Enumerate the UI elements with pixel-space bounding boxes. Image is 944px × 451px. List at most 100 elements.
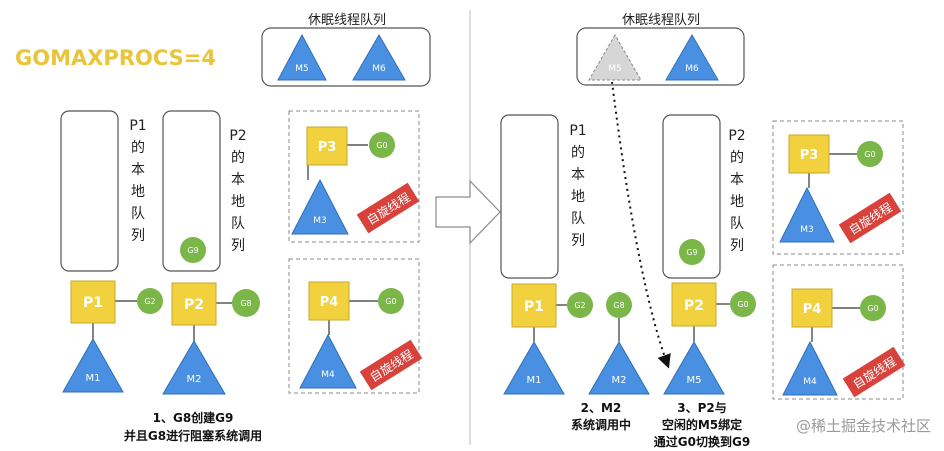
- machine-label: M3: [313, 216, 327, 226]
- left-p2-queue-label: P2 的 本 地 队 列: [229, 128, 246, 254]
- goroutine-label: G0: [864, 150, 875, 159]
- right-caption-p2-line3: 通过G0切换到G9: [654, 434, 750, 449]
- right-p3-group: P3 G0 M3 自旋线程: [779, 134, 902, 244]
- goroutine-g0: [857, 141, 883, 167]
- processor-label: P4: [803, 302, 822, 317]
- right-p3-spinning-box: [772, 120, 904, 255]
- right-p4-group: P4 G0 M4 自旋线程: [782, 288, 906, 398]
- machine-label: M2: [612, 375, 627, 386]
- goroutine-label: G8: [240, 299, 251, 308]
- left-p2-group: P2 G8 M2: [162, 282, 260, 395]
- processor-label: P3: [800, 148, 819, 163]
- machine-label: M1: [527, 375, 542, 386]
- right-p1-local-queue: [500, 114, 559, 279]
- goroutine-label: G9: [187, 246, 198, 255]
- svg-text:列: 列: [131, 228, 145, 244]
- processor-label: P2: [184, 297, 204, 313]
- machine-m3: [291, 178, 349, 235]
- machine-label: M4: [803, 377, 817, 387]
- svg-text:本: 本: [231, 172, 245, 188]
- goroutine-g8: [606, 292, 632, 318]
- processor-p4: [308, 281, 350, 321]
- svg-text:本: 本: [131, 162, 145, 178]
- goroutine-label: G2: [574, 301, 585, 310]
- machine-label: M6: [372, 64, 386, 74]
- left-sleep-thread-m5: M5: [277, 33, 327, 81]
- svg-text:地: 地: [730, 194, 744, 210]
- left-p2-queue-goroutine-g9: G9: [180, 237, 206, 263]
- goroutine-g0: [860, 295, 886, 321]
- right-caption-m2-line1: 2、M2: [581, 401, 622, 415]
- svg-text:队: 队: [571, 211, 585, 227]
- svg-text:的: 的: [231, 150, 245, 166]
- right-caption-p2-line2: 空闲的M5绑定: [662, 417, 742, 432]
- goroutine-g2: [137, 288, 163, 314]
- watermark: @稀土掘金技术社区: [796, 417, 931, 435]
- right-sleep-thread-m6: M6: [665, 34, 719, 81]
- right-caption-m2-line2: 系统调用中: [571, 417, 631, 432]
- svg-text:地: 地: [231, 194, 245, 210]
- svg-text:列: 列: [231, 238, 245, 254]
- gomaxprocs-title: GOMAXPROCS=4: [15, 46, 216, 70]
- right-sleep-thread-m5-ghost: M5: [588, 34, 642, 81]
- machine-label: M6: [685, 64, 699, 74]
- machine-label: M3: [800, 225, 814, 235]
- svg-text:的: 的: [571, 145, 585, 161]
- machine-label: M5: [295, 64, 309, 74]
- right-panel: 休眠线程队列 M5 M6 P1 的 本 地 队 列 P2 的 本 地 队 列: [500, 13, 931, 449]
- left-caption-line1: 1、G8创建G9: [153, 410, 234, 425]
- svg-text:P2: P2: [728, 128, 745, 144]
- machine-m5: [663, 340, 725, 395]
- right-sleep-queue-title: 休眠线程队列: [622, 13, 700, 28]
- processor-p1: [70, 280, 116, 324]
- svg-text:队: 队: [730, 216, 744, 232]
- goroutine-label: G8: [613, 301, 624, 310]
- right-caption-p2-line1: 3、P2与: [677, 401, 727, 415]
- machine-m4: [299, 333, 357, 389]
- processor-label: P4: [320, 295, 339, 310]
- goroutine-g8: [232, 289, 260, 317]
- transition-arrow-icon: [435, 179, 501, 245]
- machine-label: M1: [86, 373, 101, 384]
- spinning-thread-badge: 自旋线程: [356, 182, 420, 234]
- svg-text:本: 本: [571, 167, 585, 183]
- left-p1-group: P1 G2 M1: [62, 280, 163, 393]
- svg-text:的: 的: [131, 140, 145, 156]
- machine-m1: [62, 337, 124, 393]
- left-p2-local-queue: [162, 110, 221, 272]
- svg-text:的: 的: [730, 150, 744, 166]
- processor-label: P3: [318, 140, 337, 155]
- machine-label: M5: [608, 64, 622, 74]
- left-sleep-thread-m6: M6: [352, 34, 406, 81]
- svg-text:地: 地: [571, 189, 585, 205]
- processor-p3: [788, 134, 830, 174]
- goroutine-label: G0: [385, 297, 396, 306]
- machine-label: M5: [687, 375, 702, 386]
- left-p4-spinning-box: [288, 258, 420, 394]
- goroutine-label: G2: [144, 297, 155, 306]
- processor-p4: [791, 288, 833, 328]
- machine-label: M2: [187, 374, 202, 385]
- processor-p3: [306, 126, 348, 166]
- left-p3-spinning-box: [288, 110, 420, 243]
- goroutine-label: G9: [686, 248, 697, 257]
- processor-label: P2: [684, 298, 704, 314]
- left-panel: 休眠线程队列 M5 M6 P1 的 本 地 队 列 P2 的 本 地 队 列: [60, 13, 431, 443]
- machine-m2: [162, 340, 226, 395]
- processor-label: P1: [83, 295, 103, 311]
- svg-text:P1: P1: [129, 118, 146, 134]
- svg-text:本: 本: [730, 172, 744, 188]
- svg-text:队: 队: [231, 216, 245, 232]
- processor-p2: [671, 282, 717, 327]
- svg-text:队: 队: [131, 206, 145, 222]
- right-p4-spinning-box: [772, 264, 904, 400]
- right-p2-queue-label: P2 的 本 地 队 列: [728, 128, 745, 254]
- spinning-thread-badge: 自旋线程: [838, 192, 902, 244]
- spinning-thread-badge: 自旋线程: [359, 339, 423, 391]
- goroutine-g0: [730, 291, 756, 317]
- svg-text:地: 地: [131, 184, 145, 200]
- left-sleep-queue-title: 休眠线程队列: [308, 13, 386, 28]
- machine-m3: [779, 186, 835, 243]
- right-detached-m2-group: G8 M2: [588, 292, 650, 395]
